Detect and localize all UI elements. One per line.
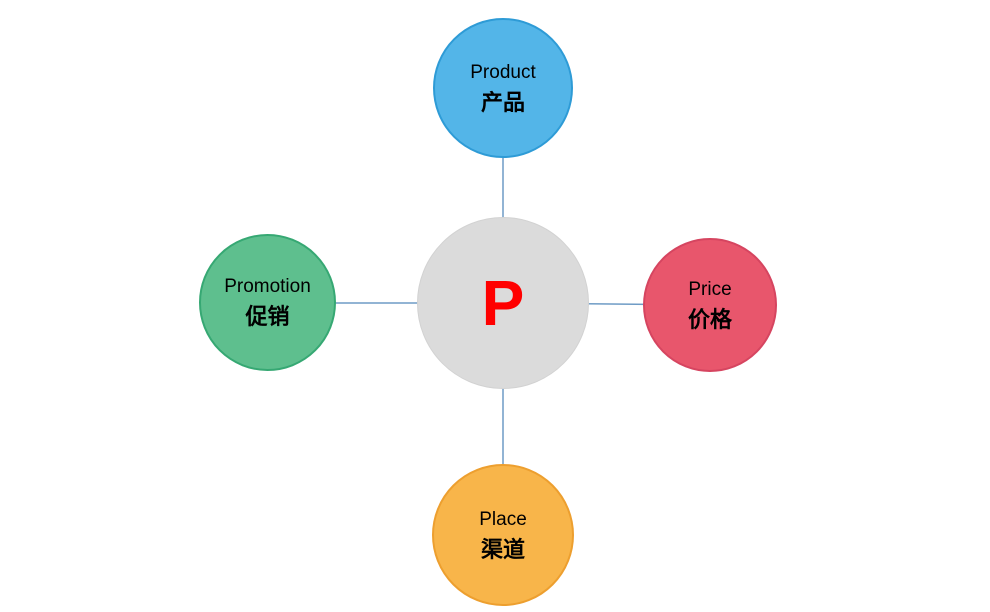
node-center-p: P [417,217,589,389]
node-promotion: Promotion 促销 [199,234,336,371]
node-product: Product 产品 [433,18,573,158]
node-price: Price 价格 [643,238,777,372]
promotion-label-zh: 促销 [245,304,290,329]
node-place: Place 渠道 [432,464,574,606]
promotion-label-en: Promotion [224,276,311,297]
product-label-en: Product [470,61,536,83]
price-label-zh: 价格 [687,306,732,332]
place-label-en: Place [479,508,527,530]
price-label-en: Price [688,278,732,300]
place-label-zh: 渠道 [480,536,525,562]
product-label-zh: 产品 [480,89,525,115]
center-p-label: P [481,267,525,339]
